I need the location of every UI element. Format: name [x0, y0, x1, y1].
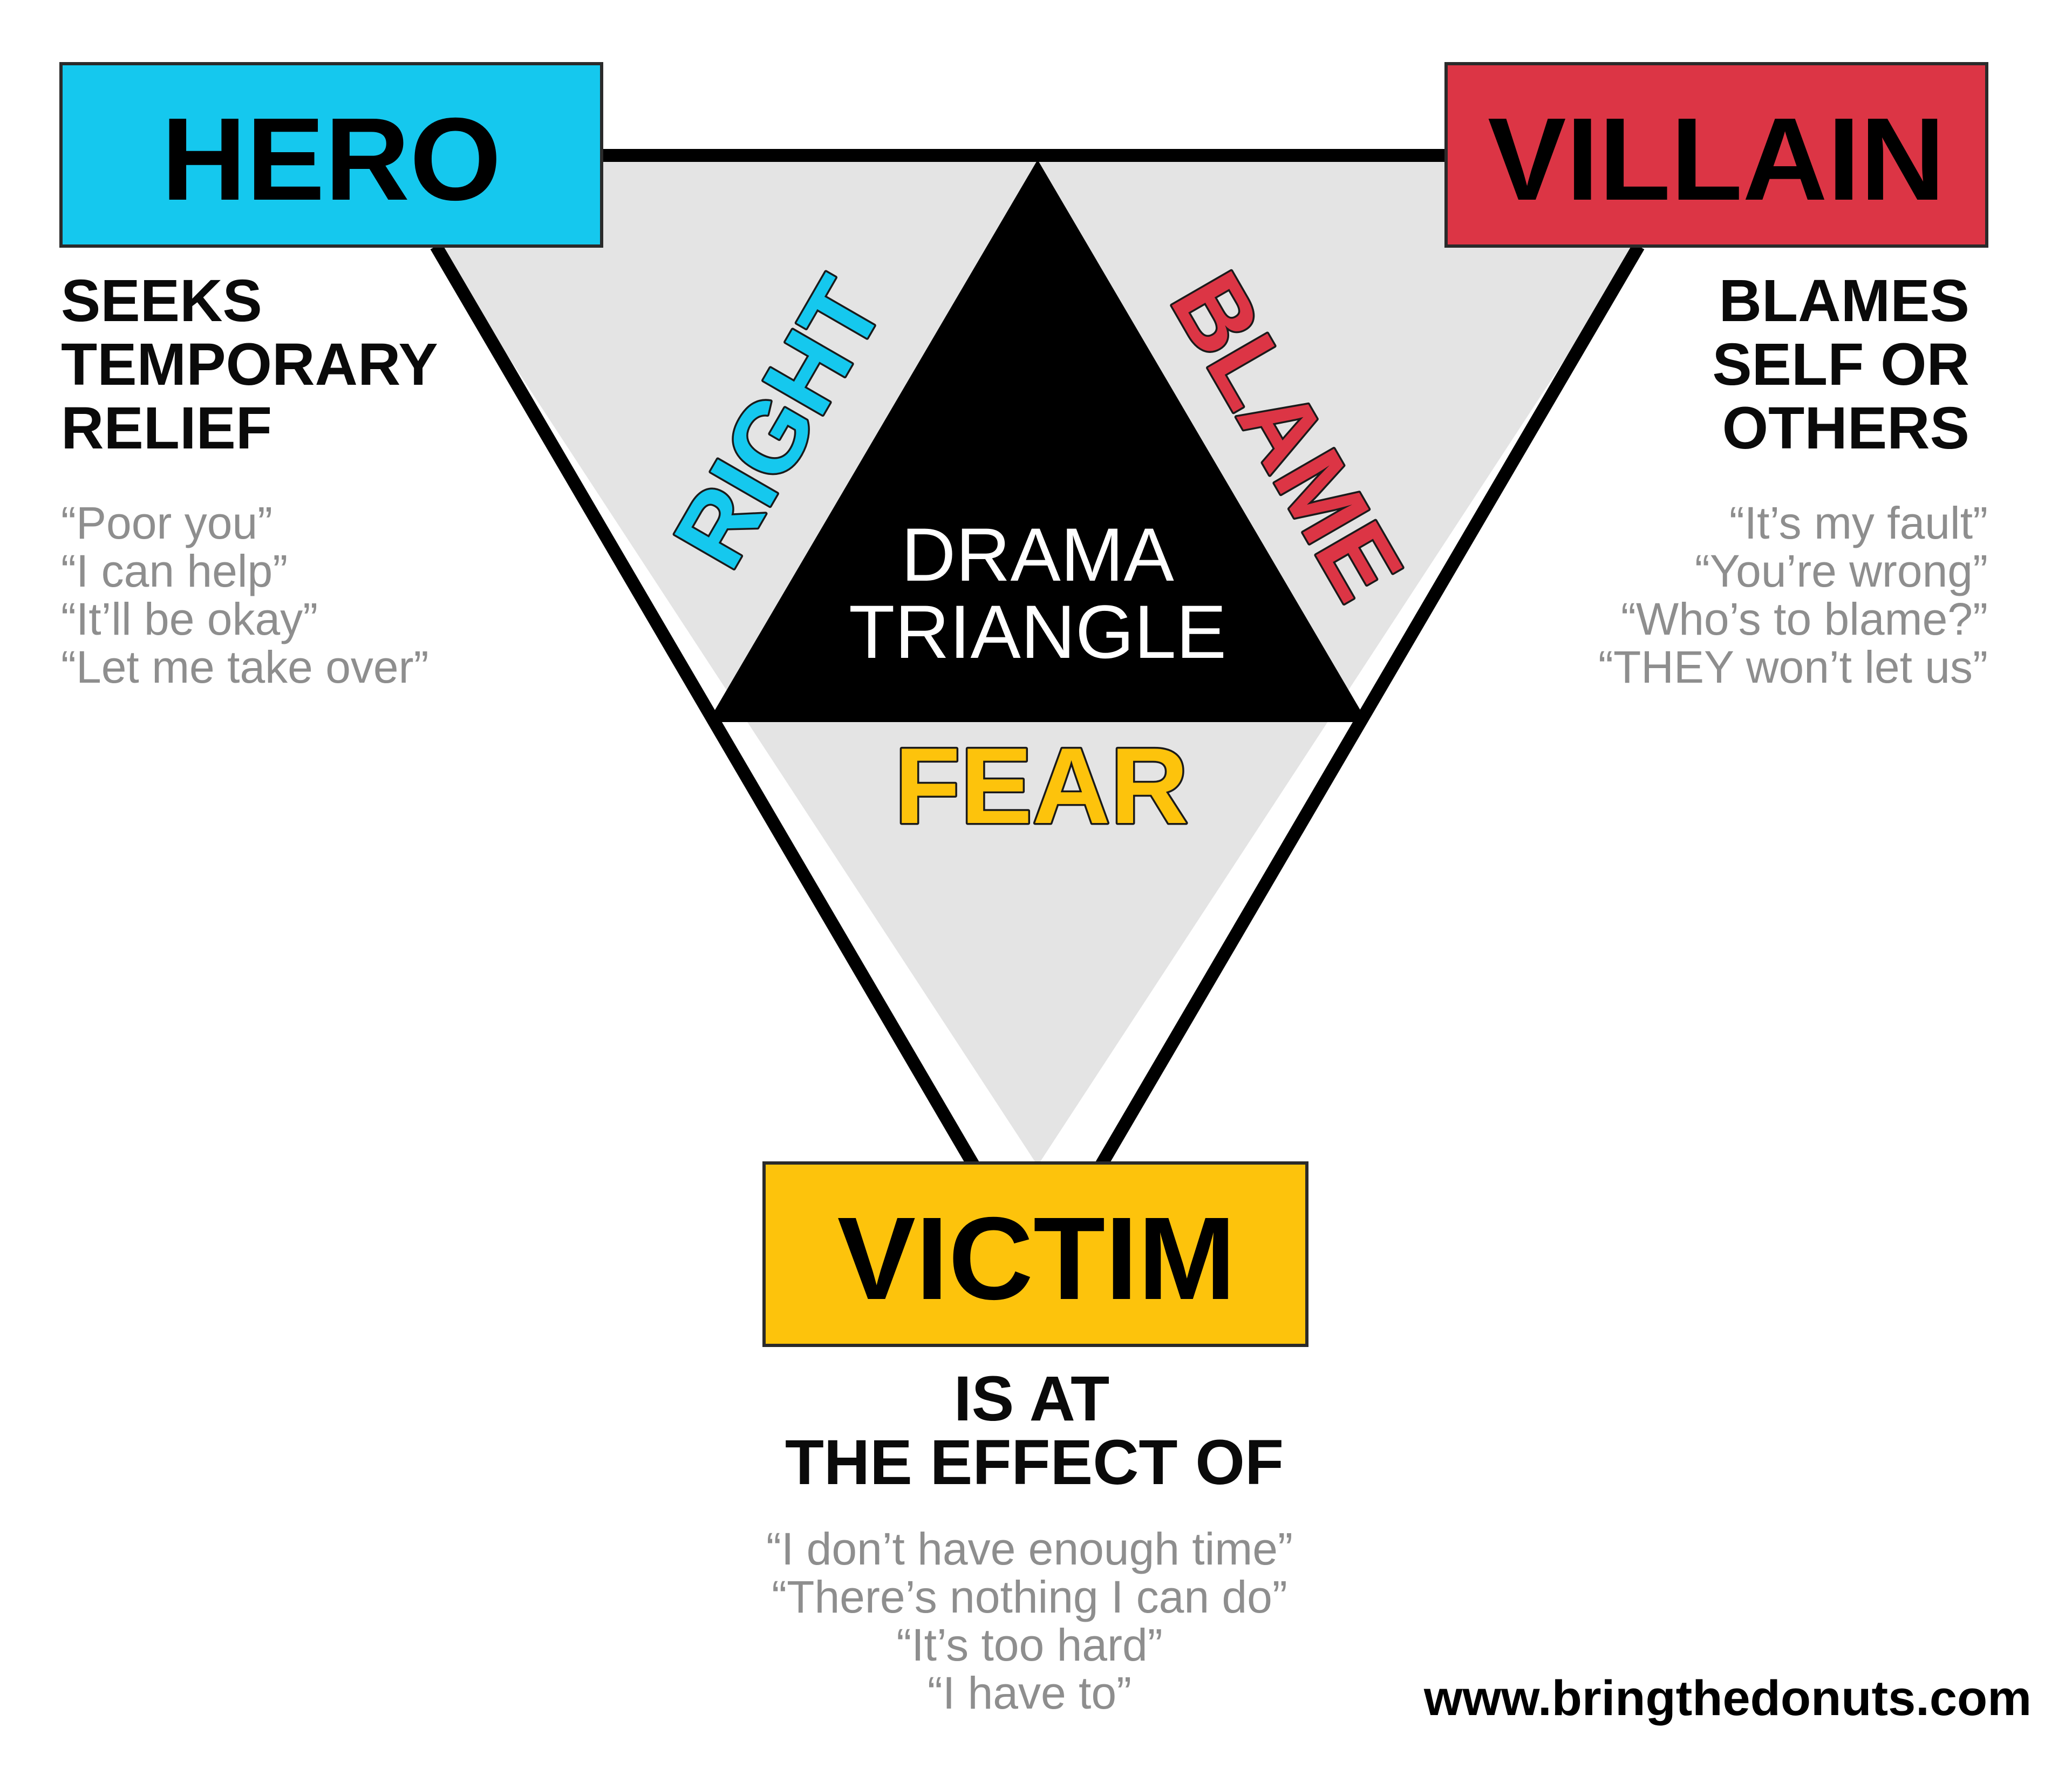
- villain-quote: “THEY won’t let us”: [1598, 642, 1988, 692]
- villain-box: [1444, 62, 1988, 248]
- center-title-line2: TRIANGLE: [849, 589, 1226, 674]
- victim-quote: “There’s nothing I can do”: [772, 1572, 1287, 1622]
- victim-quote: “I don’t have enough time”: [766, 1523, 1293, 1574]
- hero-role-card: HERO: [59, 62, 603, 248]
- hero-quote: “Poor you”: [61, 498, 272, 548]
- villain-desc-line: SELF OR: [1712, 331, 1969, 398]
- hero-quote: “I can help”: [61, 546, 288, 596]
- villain-label: VILLAIN: [1488, 94, 1945, 225]
- villain-description: BLAMES SELF OR OTHERS: [1712, 268, 1969, 461]
- victim-desc-line: IS AT: [954, 1363, 1109, 1434]
- hero-label: HERO: [161, 94, 501, 225]
- hero-quote: “Let me take over”: [61, 642, 429, 692]
- center-triangle: [710, 160, 1365, 718]
- hero-box: [59, 62, 603, 248]
- victim-description: IS AT THE EFFECT OF: [785, 1363, 1284, 1498]
- hero-description: SEEKS TEMPORARY RELIEF: [61, 268, 438, 461]
- center-title-line1: DRAMA: [901, 512, 1174, 597]
- victim-role-card: VICTIM: [762, 1161, 1308, 1347]
- right-outer-edge: [1095, 242, 1645, 1169]
- victim-box: [762, 1161, 1308, 1347]
- villain-quote: “You’re wrong”: [1695, 546, 1988, 596]
- villain-quote: “Who’s to blame?”: [1621, 594, 1988, 644]
- hero-quote: “It’ll be okay”: [61, 594, 318, 644]
- edge-label-fear: FEAR: [895, 726, 1188, 846]
- hero-quotes: “Poor you” “I can help” “It’ll be okay” …: [61, 498, 429, 692]
- victim-quote: “I have to”: [928, 1668, 1132, 1718]
- victim-quotes: “I don’t have enough time” “There’s noth…: [766, 1523, 1293, 1718]
- villain-quotes: “It’s my fault” “You’re wrong” “Who’s to…: [1598, 498, 1988, 692]
- victim-label: VICTIM: [837, 1193, 1236, 1324]
- hero-desc-line: SEEKS: [61, 268, 262, 334]
- villain-desc-line: OTHERS: [1722, 395, 1969, 461]
- website-link[interactable]: www.bringthedonuts.com: [1423, 1671, 2032, 1726]
- villain-role-card: VILLAIN: [1444, 62, 1988, 248]
- villain-quote: “It’s my fault”: [1729, 498, 1988, 548]
- victim-quote: “It’s too hard”: [896, 1620, 1162, 1670]
- villain-desc-line: BLAMES: [1719, 268, 1969, 334]
- left-outer-edge: [430, 242, 980, 1169]
- hero-desc-line: TEMPORARY: [61, 331, 438, 398]
- victim-desc-line: THE EFFECT OF: [785, 1427, 1284, 1498]
- hero-desc-line: RELIEF: [61, 395, 272, 461]
